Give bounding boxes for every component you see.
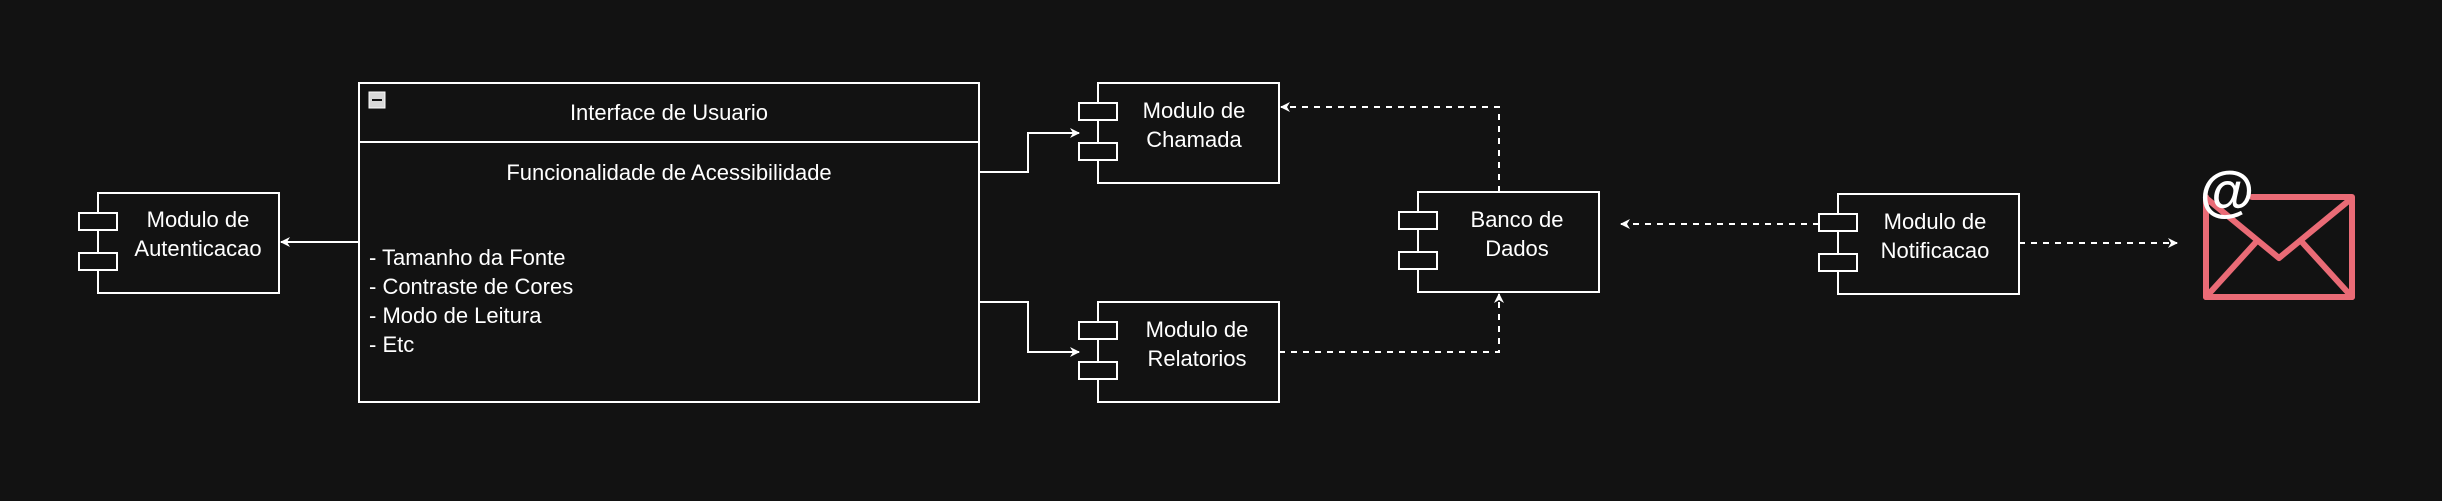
module-chamada-label-line1: Modulo de bbox=[1143, 98, 1246, 123]
email-at-envelope-icon: @ bbox=[2200, 159, 2355, 300]
edge-banco-to-chamada bbox=[1280, 102, 1500, 192]
accessibility-section-title: Funcionalidade de Acessibilidade bbox=[506, 160, 831, 185]
svg-text:@: @ bbox=[2200, 159, 2255, 222]
module-autenticacao-label-line1: Modulo de bbox=[147, 207, 250, 232]
module-autenticacao[interactable]: Modulo de Autenticacao bbox=[78, 192, 280, 294]
module-relatorios[interactable]: Modulo de Relatorios bbox=[1078, 301, 1280, 403]
module-chamada-label-line2: Chamada bbox=[1146, 127, 1242, 152]
feature-item: - Contraste de Cores bbox=[369, 274, 573, 299]
database-banco-de-dados[interactable]: Banco de Dados bbox=[1398, 191, 1600, 293]
edge-relatorios-to-banco bbox=[1279, 293, 1504, 353]
edge-ui-to-relatorios bbox=[979, 301, 1080, 357]
feature-item: - Modo de Leitura bbox=[369, 303, 542, 328]
module-relatorios-label-line2: Relatorios bbox=[1147, 346, 1246, 371]
collapse-button[interactable] bbox=[368, 91, 386, 109]
feature-item: - Tamanho da Fonte bbox=[369, 245, 566, 270]
feature-item: - Etc bbox=[369, 332, 414, 357]
edge-ui-to-chamada bbox=[979, 128, 1080, 173]
module-autenticacao-label-line2: Autenticacao bbox=[134, 236, 261, 261]
module-chamada[interactable]: Modulo de Chamada bbox=[1078, 82, 1280, 184]
ui-container-title: Interface de Usuario bbox=[570, 100, 768, 125]
database-label-line1: Banco de bbox=[1471, 207, 1564, 232]
database-label-line2: Dados bbox=[1485, 236, 1549, 261]
ui-container[interactable]: Interface de Usuario Funcionalidade de A… bbox=[358, 82, 980, 403]
module-notificacao-label-line1: Modulo de bbox=[1884, 209, 1987, 234]
module-notificacao[interactable]: Modulo de Notificacao bbox=[1818, 193, 2020, 295]
connectors bbox=[280, 102, 2178, 357]
module-relatorios-label-line1: Modulo de bbox=[1146, 317, 1249, 342]
module-notificacao-label-line2: Notificacao bbox=[1881, 238, 1990, 263]
